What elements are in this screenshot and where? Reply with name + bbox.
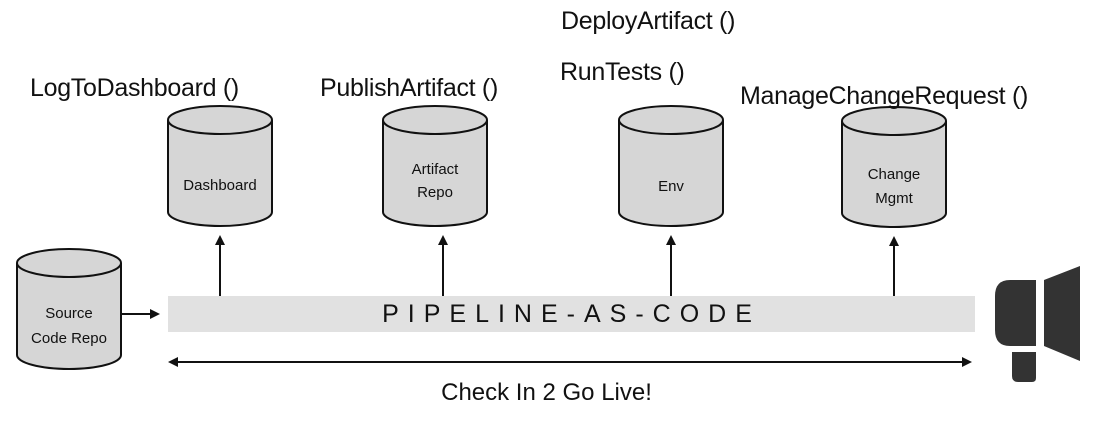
- env-cylinder-label: Env: [658, 178, 684, 195]
- source-code-repo-cylinder-label-line-1: Source: [45, 305, 93, 322]
- artifact-repo-cylinder: Artifact Repo: [382, 105, 488, 227]
- pipeline-bar: [168, 296, 975, 332]
- dashboard-cylinder: Dashboard: [167, 105, 273, 227]
- manage-change-request-function-label: ManageChangeRequest (): [740, 82, 1029, 110]
- publish-artifact-function-label: PublishArtifact (): [320, 74, 498, 102]
- run-tests-function-label: RunTests (): [560, 58, 685, 86]
- artifact-repo-cylinder-label-line-2: Repo: [417, 184, 453, 201]
- change-mgmt-cylinder-label-line-2: Mgmt: [875, 190, 913, 207]
- dashboard-cylinder-label: Dashboard: [183, 177, 256, 194]
- source-code-repo-cylinder: Source Code Repo: [16, 248, 122, 370]
- check-in-to-go-live-caption: Check In 2 Go Live!: [441, 379, 652, 406]
- megaphone-icon: [995, 266, 1080, 382]
- source-code-repo-cylinder-label-line-2: Code Repo: [31, 330, 107, 347]
- change-mgmt-cylinder: Change Mgmt: [841, 106, 947, 228]
- env-cylinder: Env: [618, 105, 724, 227]
- pipeline-as-code-label: PIPELINE-AS-CODE: [382, 300, 761, 328]
- change-mgmt-cylinder-label-line-1: Change: [868, 166, 921, 183]
- deploy-artifact-function-label: DeployArtifact (): [561, 7, 736, 35]
- log-to-dashboard-function-label: LogToDashboard (): [30, 74, 239, 102]
- artifact-repo-cylinder-label-line-1: Artifact: [412, 161, 460, 178]
